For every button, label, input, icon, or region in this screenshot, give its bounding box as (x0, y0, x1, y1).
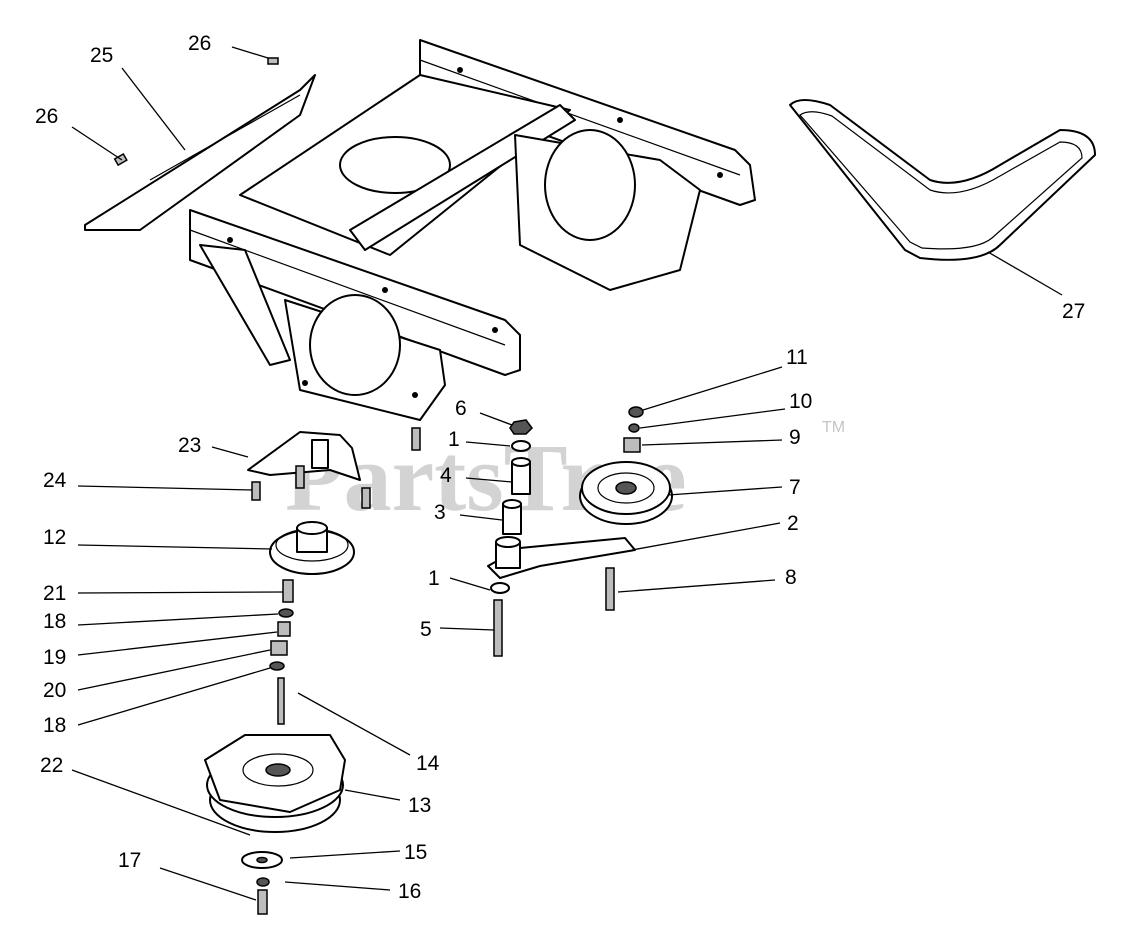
part-11-nut[interactable] (628, 406, 644, 418)
callout-26-left: 26 (35, 105, 58, 128)
callout-18-upper: 18 (43, 610, 66, 633)
part-23-bracket[interactable] (247, 431, 361, 481)
bolt-set-23[interactable] (251, 427, 421, 509)
part-15-washer[interactable] (241, 851, 283, 869)
callout-4: 4 (440, 464, 452, 487)
part-12-pulley[interactable] (269, 521, 355, 575)
callout-13: 13 (408, 794, 431, 817)
callout-labels: 25 26 26 27 23 24 12 21 18 19 20 18 14 2… (35, 32, 1085, 903)
part-1-washer-lower[interactable] (490, 582, 510, 594)
callout-6: 6 (455, 397, 467, 420)
callout-16: 16 (398, 880, 421, 903)
callout-14: 14 (416, 752, 440, 775)
part-5-bolt[interactable] (493, 599, 503, 657)
part-25-shield[interactable] (84, 74, 316, 231)
callout-7: 7 (789, 476, 801, 499)
callout-23: 23 (178, 434, 201, 457)
part-20-bushing[interactable] (270, 640, 288, 656)
callout-1-upper: 1 (448, 428, 460, 451)
callout-18-lower: 18 (43, 714, 66, 737)
part-9-bushing[interactable] (623, 437, 641, 453)
callout-26-top: 26 (188, 32, 211, 55)
callout-3: 3 (434, 501, 446, 524)
callout-21: 21 (43, 582, 66, 605)
part-1-washer-upper[interactable] (511, 440, 531, 452)
callout-17: 17 (118, 849, 141, 872)
part-21-bolt[interactable] (282, 579, 294, 603)
callout-12: 12 (43, 526, 66, 549)
part-frame[interactable] (189, 39, 756, 421)
part-27-belt[interactable] (789, 99, 1096, 261)
part-3-bushing[interactable] (502, 499, 522, 535)
callout-22: 22 (40, 754, 63, 777)
callout-10: 10 (789, 390, 812, 413)
callout-19: 19 (43, 646, 66, 669)
callout-1-lower: 1 (428, 567, 440, 590)
callout-2: 2 (787, 512, 799, 535)
part-18-washer-lower[interactable] (269, 661, 285, 671)
part-14-key[interactable] (277, 677, 285, 725)
watermark-trademark: TM (822, 419, 845, 436)
callout-11: 11 (786, 346, 808, 369)
callout-15: 15 (404, 841, 427, 864)
part-13-clutch[interactable] (204, 734, 346, 833)
callout-8: 8 (785, 566, 797, 589)
callout-5: 5 (420, 618, 432, 641)
leader-lines (71, 46, 1063, 901)
part-6-nut[interactable] (509, 419, 533, 435)
part-10-washer[interactable] (628, 423, 640, 433)
part-18-washer-upper[interactable] (278, 608, 294, 618)
part-16-lockwasher[interactable] (256, 877, 270, 887)
callout-27: 27 (1062, 300, 1085, 323)
part-19-spacer[interactable] (277, 621, 291, 637)
part-17-bolt[interactable] (257, 889, 268, 915)
part-26-bolt-top[interactable] (267, 57, 279, 65)
callout-9: 9 (789, 426, 801, 449)
callout-20: 20 (43, 679, 66, 702)
callout-24: 24 (43, 469, 67, 492)
callout-25: 25 (90, 44, 113, 67)
part-8-bolt[interactable] (605, 567, 615, 611)
part-4-spacer[interactable] (511, 457, 531, 495)
part-7-idler-pulley[interactable] (579, 461, 673, 525)
